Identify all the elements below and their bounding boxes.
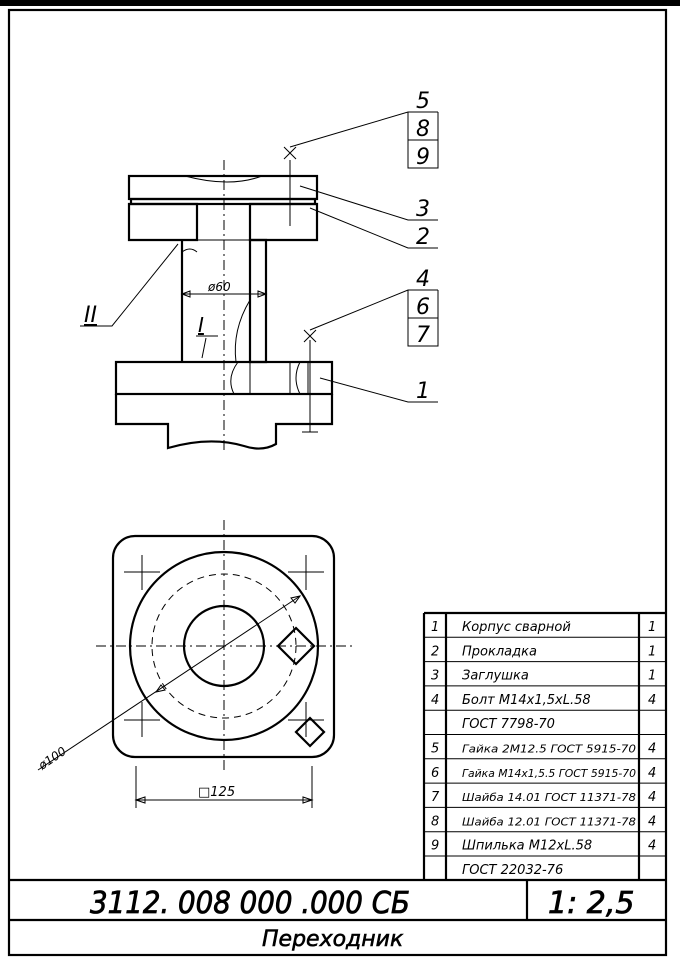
bom-quantity: 4 [648,814,656,829]
bom-position: 4 [431,693,439,708]
bom-item-name: Гайка 2М12.5 ГОСТ 5915-70 [462,743,636,756]
callout-leaders [80,111,439,403]
bom-position: 5 [431,742,439,757]
bom-quantity: 1 [648,644,656,659]
bom-quantity: 4 [648,839,656,854]
bom-quantity: 4 [648,693,656,708]
title-block [9,878,666,922]
bom-position: 3 [431,669,439,684]
top-view: ø100 □125 [35,520,352,808]
plug-part-3 [127,174,319,201]
bom-quantity: 1 [648,669,656,684]
bom-position: 1 [431,620,439,635]
bom-item-name: Шпилька М12хL.58 [462,839,592,854]
bom-position: 6 [431,766,439,781]
bom-quantity: 4 [648,790,656,805]
upper-flange [127,202,199,242]
bom-item-name: ГОСТ 7798-70 [462,717,555,732]
bom-quantity: 4 [648,742,656,757]
sheet-frame [7,8,668,957]
callout-7: 7 [416,323,430,348]
callout-1: 1 [416,379,430,404]
pipe-wall [248,238,268,364]
bolt-circle-dimension-label: ø100 [35,744,69,773]
view-label-ii: II [84,303,97,328]
bom-item-name: Гайка М14х1,5.5 ГОСТ 5915-70 [462,767,636,780]
callout-5: 5 [416,89,430,114]
bom-quantity: 4 [648,766,656,781]
bore-dimension-label: ø60 [207,280,231,294]
drawing-scale: 1: 2,5 [548,886,634,921]
bom-item-name: ГОСТ 22032-76 [462,863,563,878]
view-label-i: I [198,313,204,337]
bom-item-name: Шайба 14.01 ГОСТ 11371-78 [462,791,636,804]
callout-6: 6 [416,295,430,320]
bom-position: 7 [431,790,440,805]
bom-position: 8 [431,814,439,829]
bom-position: 9 [431,839,439,854]
bom-quantity: 1 [648,620,656,635]
lower-body [114,394,334,450]
callout-3: 3 [416,197,430,222]
callout-2: 2 [416,225,430,250]
drawing-designation: 3112. 008 000 .000 СБ [90,886,410,921]
drawing-name: Переходник [262,927,404,952]
bom-item-name: Болт М14х1,5хL.58 [462,693,591,708]
bom-item-name: Прокладка [462,644,537,659]
top-border-bar [0,0,680,6]
bom-item-name: Корпус сварной [462,620,571,635]
bom-item-name: Шайба 12.01 ГОСТ 11371-78 [462,815,636,828]
callout-8: 8 [416,117,430,142]
front-section-view: ø60 [114,146,334,454]
callout-4: 4 [416,267,430,292]
square-dimension-label: □125 [198,785,235,800]
bom-item-name: Заглушка [462,669,529,684]
bom-position: 2 [431,644,439,659]
callout-9: 9 [416,145,430,170]
